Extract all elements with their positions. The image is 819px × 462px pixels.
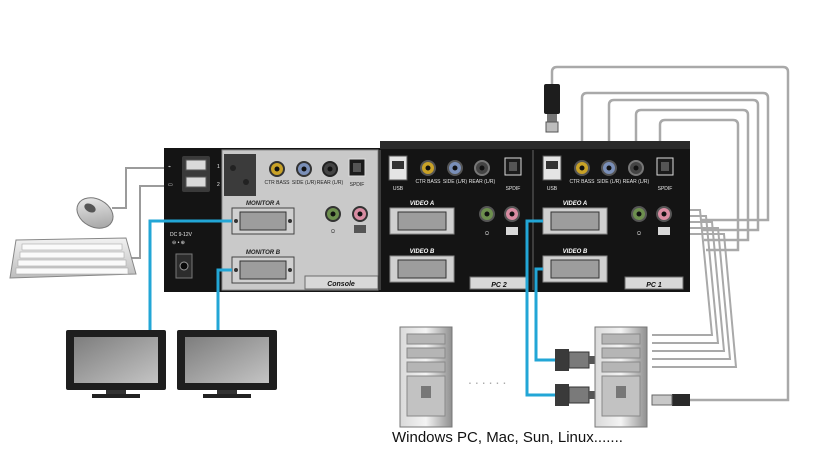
pc1-video-b-label: VIDEO B — [563, 249, 588, 255]
console-monitor-a-label: MONITOR A — [246, 201, 280, 207]
usb-uplink-cables — [550, 65, 790, 402]
console-monitor-b-label: MONITOR B — [246, 250, 281, 256]
usb-port-1-label: 1 — [217, 164, 220, 170]
pc1-title-bar — [624, 276, 684, 290]
keyboard — [9, 237, 137, 279]
console-title: Console — [327, 281, 355, 288]
pc2-video-b-port[interactable] — [389, 255, 455, 283]
console-side-label: SIDE (L/R) — [292, 180, 317, 186]
power-label: DC 9-12V — [170, 232, 193, 238]
console-title-bar — [304, 275, 379, 290]
pc1-video-a-port[interactable] — [542, 207, 608, 235]
kvm-switch-rear: Console 1 2 ⌁ ▭ CTR BASS SIDE (L/R) REA — [164, 141, 690, 292]
pc-dvi-plugs — [555, 349, 595, 406]
video-cables — [148, 219, 555, 397]
monitor-b — [177, 330, 277, 398]
pc1-video-a-label: VIDEO A — [563, 201, 587, 207]
console-monitor-b-port[interactable] — [231, 256, 295, 284]
chassis-top-edge — [380, 141, 690, 149]
pc2-title: PC 2 — [491, 282, 507, 289]
console-monitor-a-port[interactable] — [231, 207, 295, 235]
usb-a-plug — [651, 394, 690, 406]
pc2-audio-jacks[interactable] — [420, 157, 522, 176]
polarity-icon: ⊖ • ⊕ — [172, 240, 185, 246]
console-spdif-label: SPDIF — [350, 182, 365, 188]
console-usb-port-1[interactable] — [185, 159, 207, 171]
pc2-side-label: SIDE (L/R) — [443, 179, 468, 185]
console-audio-jacks[interactable] — [269, 158, 366, 177]
pc2-video-a-port[interactable] — [389, 207, 455, 235]
usb-port-2-label: 2 — [217, 182, 220, 188]
pc1-video-b-cable — [534, 267, 555, 362]
pc2-video-a-label: VIDEO A — [410, 201, 434, 207]
pc2-ctr-bass-label: CTR BASS — [415, 179, 441, 185]
console-ctr-bass-label: CTR BASS — [264, 180, 290, 186]
console-usb-ports[interactable]: 1 2 ⌁ ▭ — [168, 156, 220, 192]
usb-b-plug — [544, 84, 560, 133]
mouse — [76, 197, 114, 229]
pc2-usb-label: USB — [393, 186, 404, 192]
monitor-a — [66, 330, 166, 398]
more-pcs-ellipsis: ...... — [468, 371, 509, 387]
pc1-spdif-label: SPDIF — [658, 186, 673, 192]
supported-platforms-caption: Windows PC, Mac, Sun, Linux....... — [392, 429, 623, 446]
keyboard-symbol-icon: ▭ — [168, 182, 173, 188]
pc-tower-left — [399, 326, 453, 428]
monitor-a-cable — [148, 219, 232, 330]
console-speaker-block — [224, 154, 256, 196]
peripheral-cables — [112, 167, 168, 259]
monitor-b-cable — [216, 268, 232, 330]
pc2-rear-label: REAR (L/R) — [469, 179, 496, 185]
pc1-headphone-icon: Ω — [637, 231, 641, 237]
pc1-video-a-cable — [525, 219, 555, 397]
console-rear-label: REAR (L/R) — [317, 180, 344, 186]
pc1-usb-label: USB — [547, 186, 558, 192]
pc1-audio-jacks[interactable] — [574, 157, 674, 176]
pc1-rear-label: REAR (L/R) — [623, 179, 650, 185]
pc2-spdif-label: SPDIF — [506, 186, 521, 192]
console-headphone-icon: Ω — [331, 229, 335, 235]
pc2-video-b-label: VIDEO B — [410, 249, 435, 255]
pc-tower-right — [594, 326, 648, 428]
mouse-symbol-icon: ⌁ — [168, 164, 171, 170]
pc1-ctr-bass-label: CTR BASS — [569, 179, 595, 185]
pc1-side-label: SIDE (L/R) — [597, 179, 622, 185]
console-usb-port-2[interactable] — [185, 176, 207, 188]
pc1-gray-bundle — [652, 209, 738, 368]
pc1-video-b-port[interactable] — [542, 255, 608, 283]
pc2-headphone-icon: Ω — [485, 231, 489, 237]
pc1-title: PC 1 — [646, 282, 662, 289]
